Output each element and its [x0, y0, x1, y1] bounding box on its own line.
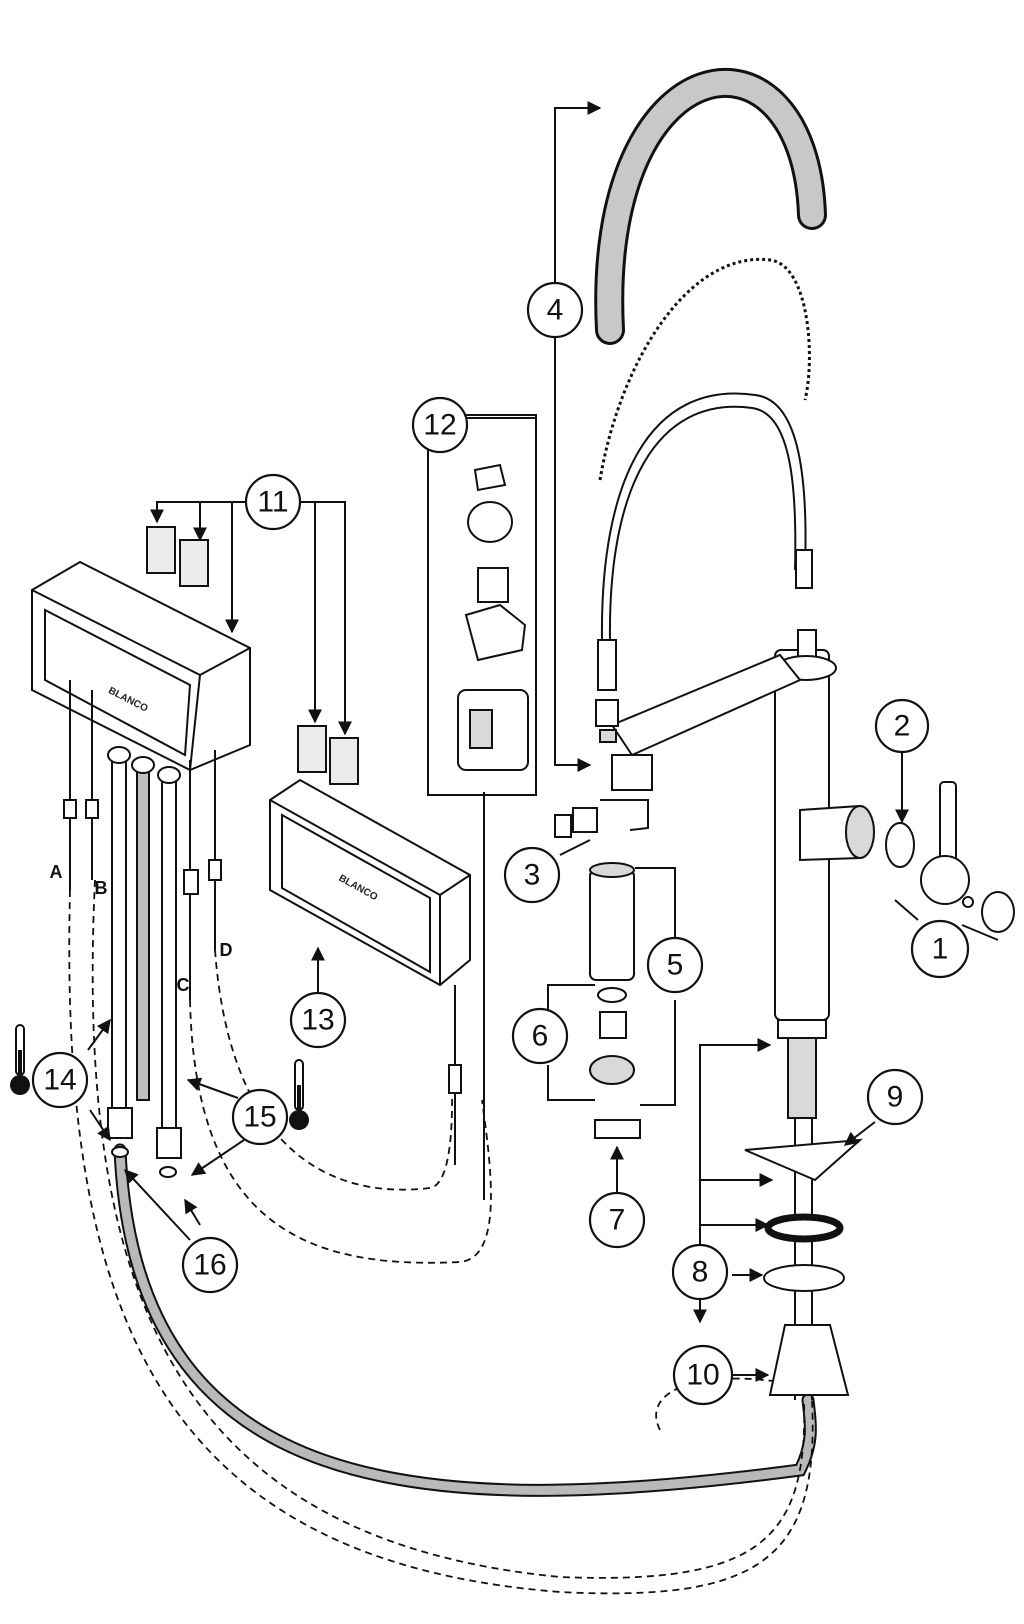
arrow-icon [184, 1198, 201, 1226]
control-box: BLANCO [31, 560, 251, 1000]
arrow-icon [190, 1139, 245, 1176]
callout-label: 7 [609, 1204, 626, 1237]
thermometer-icon [10, 1024, 30, 1095]
arrow-icon [124, 1168, 191, 1241]
callout-label: 8 [692, 1256, 709, 1289]
arrow-icon [554, 101, 602, 285]
callout-label: 1 [932, 933, 949, 966]
callout-16: 16 [181, 1236, 239, 1294]
callout-label: 4 [547, 294, 564, 327]
connector-letter-c: C [177, 975, 190, 995]
arrow-icon [89, 1109, 111, 1142]
callout-label: 12 [423, 409, 456, 442]
faucet-body [610, 629, 875, 1400]
arrow-icon [150, 501, 255, 524]
lever-handle-parts [885, 781, 1015, 933]
sensor-cables-dashed [68, 879, 814, 1595]
cartridge-parts [589, 862, 641, 1139]
callout-13: 13 [289, 991, 347, 1049]
connector-letter-d: D [220, 940, 233, 960]
spray-hose-assembly [594, 68, 827, 743]
arrow-icon [315, 501, 352, 736]
callout-label: 2 [894, 710, 911, 743]
connector-letter-b: B [95, 878, 108, 898]
callout-9: 9 [866, 1068, 924, 1126]
callout-label: 15 [243, 1101, 276, 1134]
callout-label: 5 [667, 949, 684, 982]
callout-label: 3 [524, 859, 541, 892]
callout-label: 13 [301, 1004, 334, 1037]
supply-hoses [107, 746, 182, 1178]
callout-4: 4 [526, 281, 584, 339]
callout-label: 11 [257, 486, 288, 519]
callout-3: 3 [503, 846, 561, 904]
callout-11: 11 [244, 473, 302, 531]
callout-label: 6 [532, 1020, 549, 1053]
callout-12: 12 [411, 396, 469, 454]
callout-15: 15 [231, 1088, 289, 1146]
arrow-icon [186, 1077, 239, 1099]
power-adapters [427, 414, 537, 1200]
mounting-parts [744, 1138, 863, 1396]
callout-2: 2 [874, 698, 930, 754]
sticker-pads [146, 526, 359, 785]
callout-label: 10 [686, 1359, 719, 1392]
arrow-icon [843, 1121, 876, 1146]
callout-7: 7 [588, 1191, 646, 1249]
callout-8: 8 [671, 1243, 729, 1301]
arrow-icon [87, 1018, 111, 1051]
thermometer-icon [289, 1059, 309, 1130]
callout-14: 14 [31, 1051, 89, 1109]
callout-5: 5 [646, 936, 704, 994]
arrow-icon [699, 1038, 772, 1245]
arrow-icon [292, 501, 322, 724]
callout-label: 14 [43, 1064, 76, 1097]
arrow-icon [554, 333, 592, 772]
water-hose-bottom [113, 1143, 817, 1497]
callout-label: 9 [887, 1081, 904, 1114]
connector-letter-a: A [50, 862, 63, 882]
bracket-parts [554, 799, 649, 838]
battery-box: BLANCO [269, 778, 471, 1165]
callout-1: 1 [910, 919, 970, 979]
callout-6: 6 [511, 1007, 569, 1065]
leader-lines [87, 101, 999, 1382]
callout-label: 16 [193, 1249, 226, 1282]
callout-10: 10 [672, 1344, 734, 1406]
